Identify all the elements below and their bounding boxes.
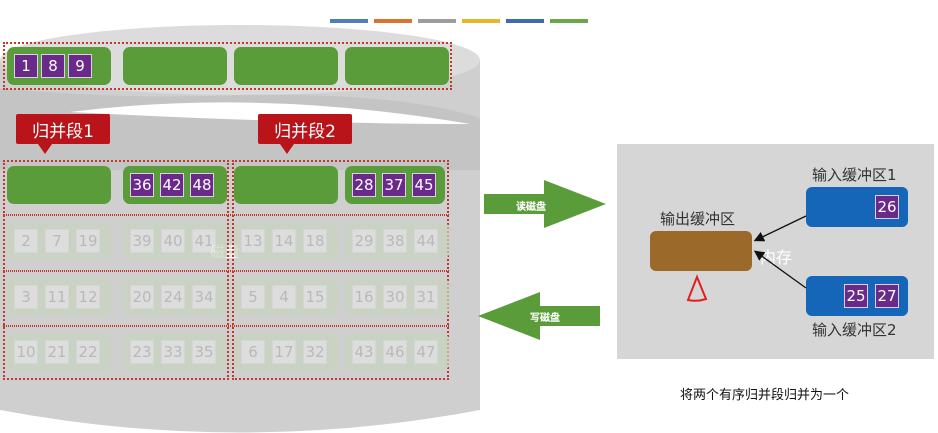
faded-block: 39 40 41 [123,222,227,260]
faded-cell: 33 [161,340,185,364]
faded-cell: 41 [192,229,216,253]
faded-cell: 22 [76,340,100,364]
input-buffer-2-label: 输入缓冲区2 [812,321,897,339]
faded-cell: 38 [383,229,407,253]
faded-cell: 24 [161,285,185,309]
faded-cell: 13 [241,229,265,253]
top-block-1: 1 8 9 [7,47,111,85]
top-cell-2: 8 [41,54,65,78]
faded-cell: 47 [414,340,438,364]
faded-cell: 4 [272,285,296,309]
faded-cell: 20 [130,285,154,309]
faded-block: 20 24 34 [123,278,227,316]
segment2-cell-2: 37 [382,173,406,197]
faded-cell: 43 [352,340,376,364]
row-divider-2 [3,270,449,272]
faded-cell: 3 [14,285,38,309]
input-buffer-2-cell-1: 25 [844,284,868,308]
top-block-3 [234,47,338,85]
input-buffer-1: 26 [806,187,908,227]
write-arrow [478,292,600,340]
faded-block: 16 30 31 [345,278,449,316]
top-block-4 [345,47,449,85]
faded-cell: 5 [241,285,265,309]
faded-cell: 2 [14,229,38,253]
faded-cell: 35 [192,340,216,364]
faded-cell: 40 [161,229,185,253]
faded-cell: 21 [45,340,69,364]
segment1-block-empty [7,166,111,204]
segment1-cell-2: 42 [160,173,184,197]
faded-cell: 29 [352,229,376,253]
segment2-block-empty [234,166,338,204]
faded-cell: 44 [414,229,438,253]
segment2-block-filled: 28 37 45 [345,166,445,204]
write-arrow-label: 写磁盘 [530,313,560,324]
caption: 将两个有序归并段归并为一个 [680,388,850,403]
faded-cell: 16 [352,285,376,309]
row-divider-3 [3,325,449,327]
segment1-block-filled: 36 42 48 [123,166,227,204]
faded-cell: 7 [45,229,69,253]
segment1-cell-1: 36 [130,173,154,197]
faded-block: 13 14 18 [234,222,338,260]
input-buffer-2: 25 27 [806,276,908,316]
faded-cell: 23 [130,340,154,364]
faded-cell: 11 [45,285,69,309]
top-block-2 [123,47,227,85]
top-cell-3: 9 [68,54,92,78]
top-cell-1: 1 [14,54,38,78]
input-buffer-1-cell-1: 26 [875,195,899,219]
segment2-cell-3: 45 [412,173,436,197]
faded-cell: 46 [383,340,407,364]
faded-cell: 15 [303,285,327,309]
faded-block: 3 11 12 [7,278,111,316]
faded-cell: 18 [303,229,327,253]
top-row-frame [3,42,452,90]
faded-cell: 17 [272,340,296,364]
segment1-callout: 归并段1 [16,114,110,154]
faded-cell: 10 [14,340,38,364]
faded-cell: 6 [241,340,265,364]
title-color-bar [462,19,500,23]
faded-cell: 14 [272,229,296,253]
segment2-callout: 归并段2 [258,114,352,154]
faded-block: 29 38 44 [345,222,449,260]
input-buffer-2-cell-2: 27 [875,284,899,308]
title-color-bar [506,19,544,23]
faded-block: 6 17 32 [234,333,338,371]
faded-block: 10 21 22 [7,333,111,371]
title-color-bar [418,19,456,23]
memory-label: 内存 [760,248,793,267]
input-buffer-1-label: 输入缓冲区1 [812,166,897,184]
merge-arrows [753,215,807,289]
output-buffer [650,231,752,271]
faded-cell: 32 [303,340,327,364]
output-buffer-label: 输出缓冲区 [660,210,736,228]
segment1-cell-3: 48 [190,173,214,197]
row-divider-1 [3,214,449,216]
faded-block: 43 46 47 [345,333,449,371]
read-arrow-label: 读磁盘 [516,202,546,213]
pencil-annotation [686,274,708,302]
title-color-bar [374,19,412,23]
faded-block: 23 33 35 [123,333,227,371]
faded-cell: 12 [76,285,100,309]
faded-cell: 31 [414,285,438,309]
segment2-cell-1: 28 [352,173,376,197]
faded-cell: 34 [192,285,216,309]
faded-cell: 39 [130,229,154,253]
faded-cell: 30 [383,285,407,309]
title-color-bar [330,19,368,23]
faded-cell: 19 [76,229,100,253]
read-arrow [484,180,606,228]
title-color-bar [550,19,588,23]
